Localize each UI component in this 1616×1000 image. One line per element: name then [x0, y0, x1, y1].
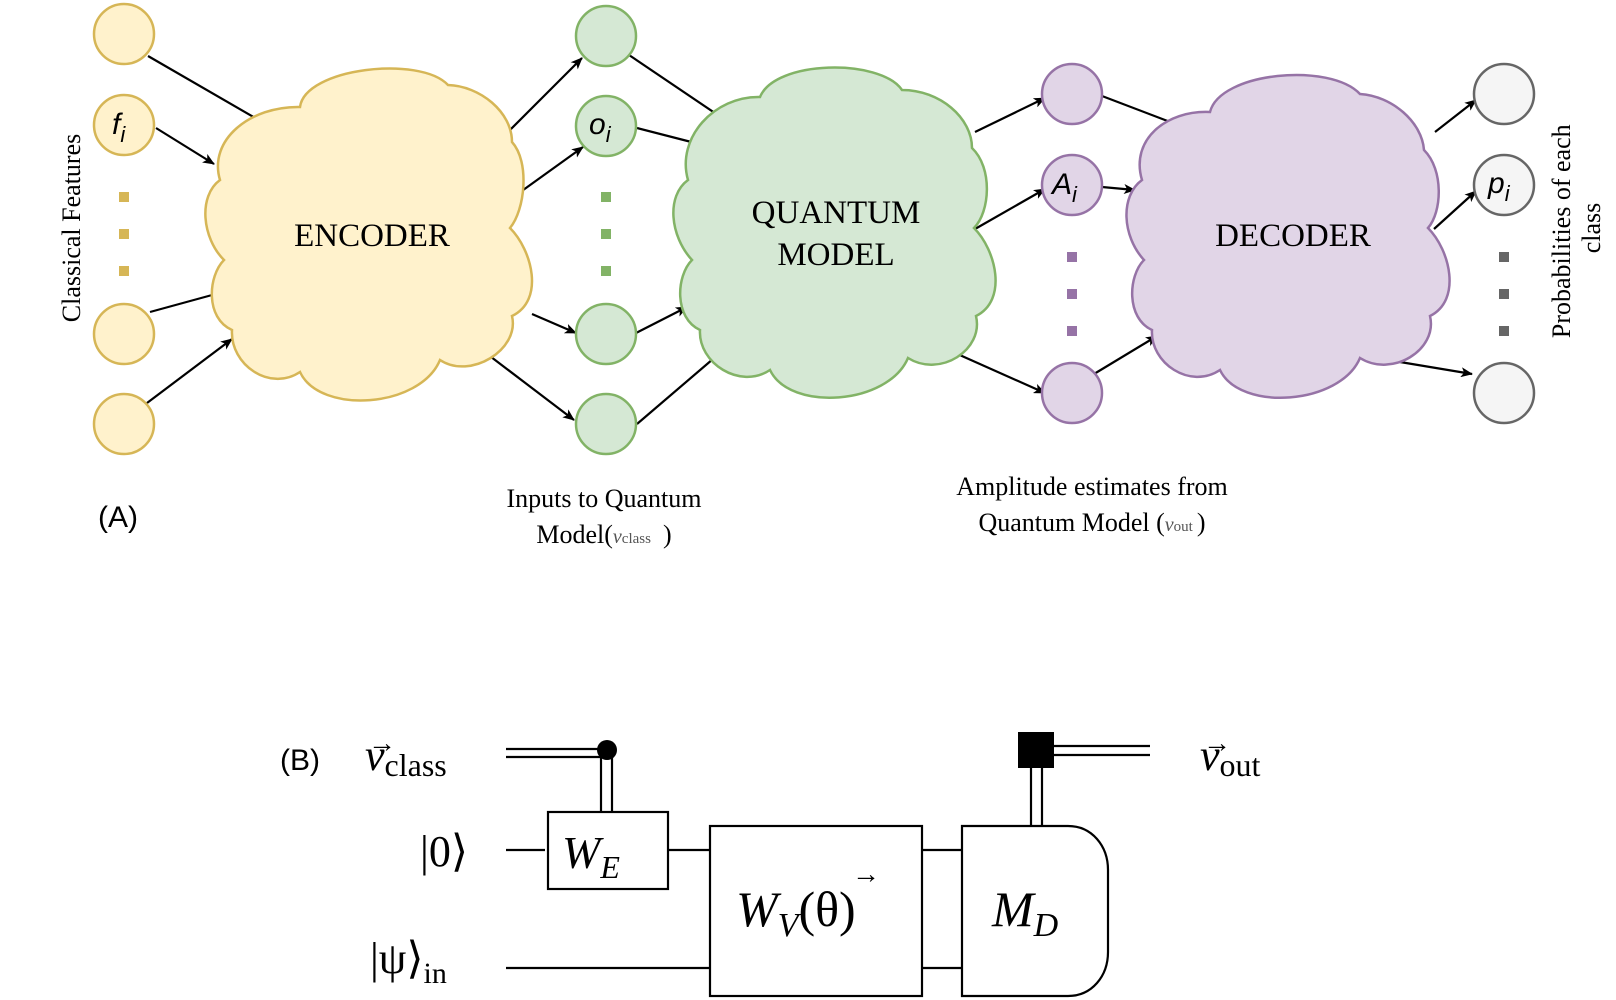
input-class-vector-label: vclass — [365, 731, 447, 783]
ellipsis-dot — [1067, 326, 1077, 336]
encoder-label: ENCODER — [294, 218, 450, 254]
arrow — [635, 306, 688, 334]
probabilities-label-line2: class — [1577, 203, 1606, 254]
theta-vector-arrow: → — [852, 859, 880, 890]
amplitude-node — [1040, 62, 1104, 126]
arrows — [146, 54, 1477, 425]
arrow — [477, 346, 575, 421]
arrow — [1399, 360, 1473, 378]
arrow — [1101, 184, 1136, 194]
ellipsis-dot — [1499, 326, 1509, 336]
classical-wire-out — [1029, 744, 1150, 826]
ellipsis-dot — [1499, 252, 1509, 262]
arrow — [155, 127, 215, 165]
ellipsis-dot — [1067, 252, 1077, 262]
classical-wire-in — [506, 747, 614, 812]
feature-node — [92, 2, 156, 66]
variational-gate-label: WV(θ) — [736, 881, 856, 944]
input-node-oi — [574, 94, 638, 158]
decoder-measurement-shape — [960, 824, 1110, 998]
encoder-cloud: ENCODER — [204, 67, 534, 402]
arrow — [507, 57, 583, 133]
feature-node-label: fi — [112, 108, 126, 147]
input-node — [574, 4, 638, 68]
arrow — [518, 146, 584, 194]
panel-a: ENCODER QUANTUM MODEL DECODER fi — [57, 2, 1606, 549]
amps-caption-line2: Quantum Model (vout) — [978, 508, 1205, 537]
quantum-input-nodes — [574, 4, 638, 456]
ellipsis-dot — [119, 229, 129, 239]
prob-ellipsis — [1499, 252, 1509, 336]
encoder-cloud-shape — [204, 67, 534, 402]
feature-node — [92, 302, 156, 366]
decoder-cloud-shape — [1125, 73, 1451, 399]
encoder-gate: WE — [546, 810, 670, 891]
decoder-cloud: DECODER — [1125, 73, 1451, 399]
decoder-measurement: MD — [960, 824, 1110, 998]
encoder-gate-label: WE — [562, 827, 620, 885]
quantum-model-label-line1: QUANTUM — [752, 195, 921, 231]
ellipsis-dot — [601, 266, 611, 276]
feature-node-fi — [92, 93, 156, 157]
arrow — [146, 338, 233, 404]
amplitude-nodes — [1040, 62, 1104, 425]
amplitude-node-ai — [1040, 153, 1104, 217]
classical-control-dot — [597, 740, 617, 760]
prob-node-pi — [1472, 153, 1536, 217]
probabilities-label-line1: Probabilities of each — [1547, 124, 1576, 338]
feature-node — [92, 392, 156, 456]
arrow — [1434, 99, 1477, 133]
ellipsis-dot — [601, 229, 611, 239]
quantum-wires — [506, 848, 962, 970]
ellipsis-dot — [119, 266, 129, 276]
ket-zero-label: |0⟩ — [420, 827, 468, 876]
encoder-gate-box — [546, 810, 670, 891]
feature-nodes — [92, 2, 156, 456]
probabilities-label: Probabilities of each class — [1547, 118, 1606, 338]
amplitude-node-label: Ai — [1050, 168, 1078, 207]
input-node — [574, 392, 638, 456]
input-class-vector-arrow: → — [368, 728, 396, 759]
prob-node — [1472, 62, 1536, 126]
inputs-caption-line2: Model(vclass) — [536, 520, 671, 549]
variational-gate: WV(θ) → — [708, 824, 924, 998]
inputs-caption-line1: Inputs to Quantum — [507, 484, 702, 513]
output-vector-arrow: → — [1203, 728, 1231, 759]
input-ellipsis — [601, 192, 611, 276]
probability-nodes — [1472, 62, 1536, 425]
amps-caption-line1: Amplitude estimates from — [956, 472, 1228, 501]
ellipsis-dot — [119, 192, 129, 202]
arrow — [1093, 335, 1158, 375]
arrow — [1433, 190, 1477, 230]
panel-b-label: (B) — [280, 744, 320, 777]
ellipsis-dot — [601, 192, 611, 202]
output-vector-label: vout — [1200, 731, 1261, 783]
feature-ellipsis — [119, 192, 129, 276]
prob-node-label: pi — [1487, 167, 1511, 206]
ket-psi-label: |ψ⟩in — [370, 934, 447, 990]
variational-gate-box — [708, 824, 924, 998]
prob-node — [1472, 361, 1536, 425]
ellipsis-dot — [1499, 289, 1509, 299]
decoder-measurement-label: MD — [991, 881, 1059, 944]
classical-output-square — [1018, 732, 1054, 768]
input-node-label: oi — [589, 108, 612, 147]
quantum-model-cloud-shape — [672, 66, 997, 399]
arrow — [974, 97, 1046, 133]
ellipsis-dot — [1067, 289, 1077, 299]
panel-a-label: (A) — [98, 501, 138, 534]
quantum-model-cloud: QUANTUM MODEL — [672, 66, 997, 399]
quantum-model-label-line2: MODEL — [777, 237, 894, 273]
decoder-label: DECODER — [1215, 218, 1371, 254]
panel-b: (B) vclass → |0⟩ |ψ⟩in — [280, 728, 1261, 998]
amplitude-ellipsis — [1067, 252, 1077, 336]
amplitude-node — [1040, 361, 1104, 425]
arrow — [636, 352, 721, 425]
classical-features-label: Classical Features — [57, 134, 86, 322]
input-node — [574, 302, 638, 366]
arrow — [531, 312, 577, 335]
arrow — [974, 188, 1046, 230]
